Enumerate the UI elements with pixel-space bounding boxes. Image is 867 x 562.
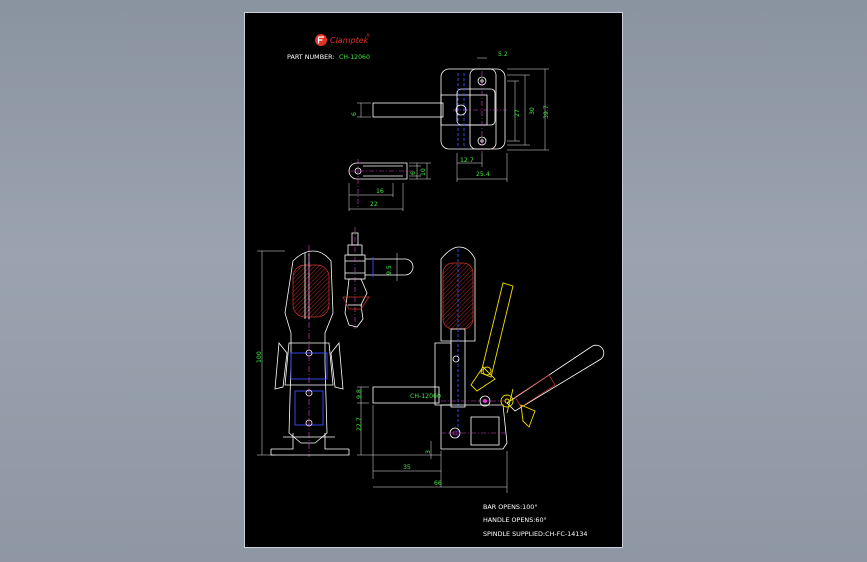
dim-top-30: 30	[529, 107, 536, 115]
dim-side-35: 35	[403, 464, 411, 471]
dim-top-6: 6	[351, 112, 358, 116]
dim-arm-10: 10	[420, 168, 427, 176]
note-bar-opens: BAR OPENS:100°	[483, 503, 538, 511]
note-handle-opens: HANDLE OPENS:60°	[483, 516, 547, 524]
dim-spindle-9-5: 9.5	[386, 265, 393, 275]
part-number-value: CH-12060	[339, 54, 370, 61]
body-marking: CH-12060	[410, 393, 441, 400]
cad-drawing: Clamptek ® PART NUMBER: CH-12060	[256, 33, 605, 538]
dim-arm-16: 16	[376, 188, 384, 195]
top-view: 5.2 6 27 30 39.7 12.7 25.4	[351, 51, 550, 182]
drawing-sheet: Clamptek ® PART NUMBER: CH-12060	[244, 12, 623, 548]
dim-top-27: 27	[514, 109, 521, 117]
logo-reg-mark: ®	[366, 33, 370, 38]
dim-front-100: 100	[256, 351, 263, 363]
dim-top-39-7: 39.7	[543, 105, 550, 119]
dim-arm-22: 22	[370, 201, 378, 208]
note-spindle-supplied: SPINDLE SUPPLIED:CH-FC-14134	[483, 530, 587, 538]
dim-side-9-8: 9.8	[356, 389, 363, 399]
logo-text: Clamptek	[330, 36, 369, 45]
part-number-label: PART NUMBER:	[287, 53, 335, 61]
company-logo: Clamptek ®	[315, 33, 370, 46]
front-view: 100	[256, 245, 350, 457]
dim-arm-6: 6	[410, 171, 417, 175]
dim-top-12-7: 12.7	[460, 157, 474, 164]
dim-side-22-7: 22.7	[356, 417, 363, 431]
spindle-detail: 9.5	[342, 227, 414, 329]
dim-side-66: 66	[434, 480, 442, 487]
dim-top-25-4: 25.4	[476, 171, 490, 178]
dim-top-5-2: 5.2	[498, 51, 508, 58]
notes: BAR OPENS:100° HANDLE OPENS:60° SPINDLE …	[483, 503, 587, 538]
side-view: CH-12060 9.8 22.7 3 35 66	[356, 246, 605, 493]
arm-detail: 6 10 16 22	[348, 159, 431, 211]
dim-side-3: 3	[425, 450, 432, 454]
